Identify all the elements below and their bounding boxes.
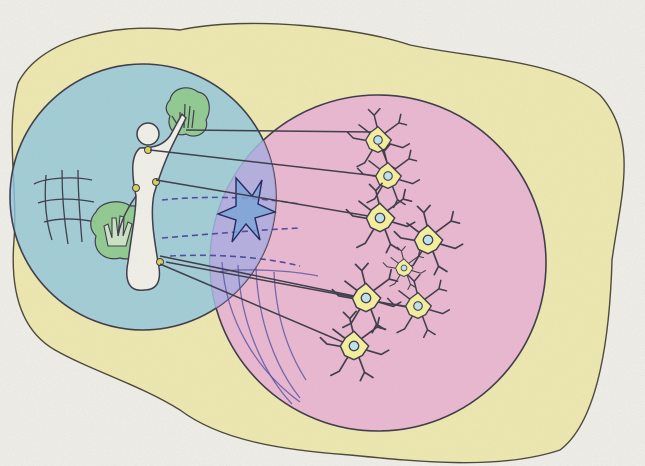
sketch-drawing [0,0,645,466]
